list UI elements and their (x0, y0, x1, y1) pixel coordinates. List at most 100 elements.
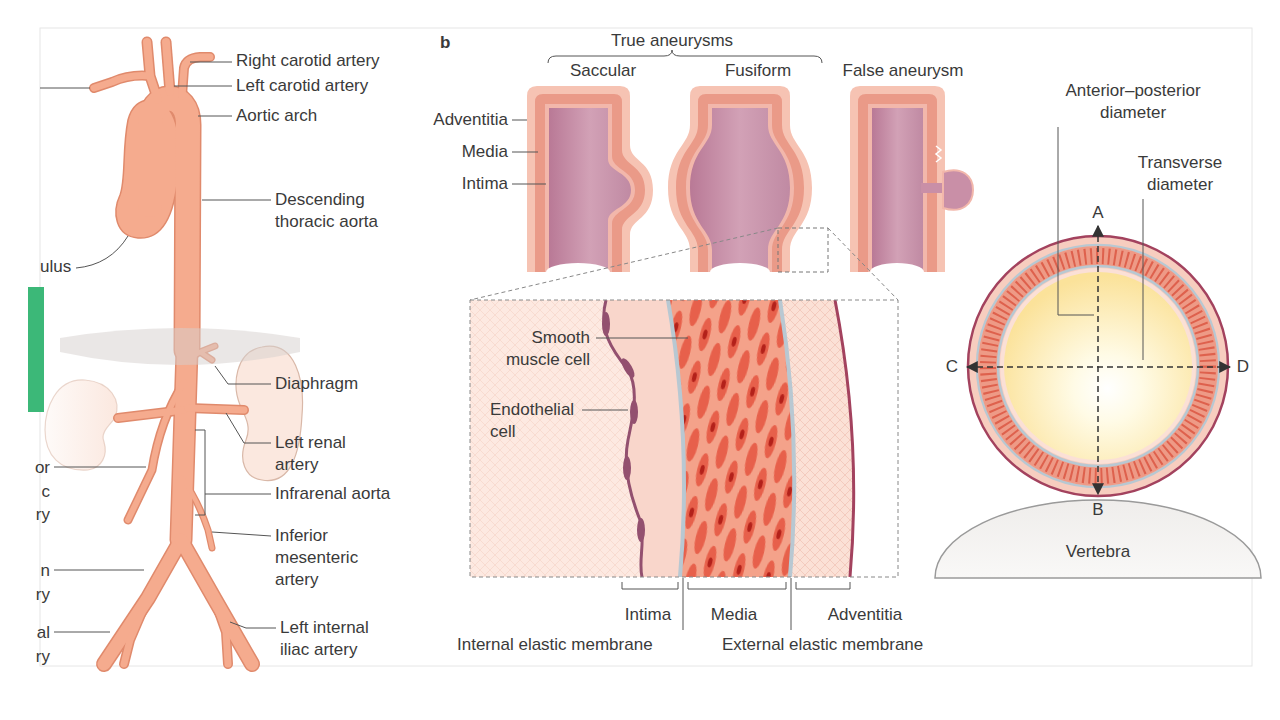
ap-diameter-arrow (1097, 226, 1099, 494)
left-renal-artery (188, 408, 244, 410)
leader-line (54, 467, 146, 468)
fusiform-aneurysm (668, 86, 812, 281)
cropped-label: al ry (36, 621, 50, 668)
dimension-label: Anterior–posterior diameter (1043, 80, 1223, 124)
point-letter: C (946, 356, 958, 378)
outer-wall (835, 300, 854, 577)
left-subclavian-outline (182, 57, 210, 96)
right-renal-artery (118, 410, 184, 418)
adventitia-layer (668, 86, 812, 272)
vessel-opening (710, 263, 770, 281)
aorta-cross-section (967, 127, 1230, 496)
vertebra-shape (935, 500, 1261, 578)
cell-label: Endothelial cell (490, 399, 585, 443)
false-aneurysm (850, 86, 973, 281)
group-heading: True aneurysms (611, 30, 733, 52)
aorta (150, 99, 188, 350)
zoom-ground (470, 300, 898, 577)
right-renal-outline (118, 410, 184, 418)
leader-line (215, 366, 271, 384)
lumen (549, 108, 631, 272)
part-label: Infrarenal aorta (275, 483, 390, 505)
zoom-frame (470, 300, 898, 577)
bracket (622, 582, 678, 589)
adventitia-texture (780, 300, 854, 577)
intima-layer (545, 104, 635, 272)
lumen (872, 108, 923, 272)
cropped-label: n ry (36, 559, 50, 606)
aorta-leaders (40, 62, 276, 632)
point-letter: A (1092, 202, 1103, 224)
adventitia-layer (527, 86, 653, 272)
left-internal-iliac (214, 598, 228, 664)
right-kidney (45, 380, 117, 470)
cropped-label: or c ry (35, 456, 50, 527)
diaphragm (60, 328, 300, 365)
subendothelium (604, 300, 684, 577)
part-label: Descending thoracic aorta (275, 189, 415, 233)
detail-leaders (582, 338, 850, 630)
vessel-opening (546, 263, 610, 281)
right-subclavian-outline (94, 76, 150, 88)
bracket (195, 430, 271, 515)
right-carotid (147, 42, 158, 100)
leader-line (791, 578, 792, 630)
wall-tear (936, 146, 941, 162)
leader-line (512, 184, 546, 185)
left-iliac (181, 540, 252, 664)
part-label: ulus (40, 256, 71, 278)
false-aneurysm-sac (943, 170, 973, 210)
wall-detail (470, 300, 898, 577)
leader-line (198, 116, 232, 117)
left-renal-outline (188, 408, 244, 410)
endothelium (604, 300, 643, 577)
type-heading: Saccular (570, 60, 636, 82)
right-internal-iliac (124, 598, 148, 664)
endothelial-cell (623, 456, 631, 480)
leader-line (202, 200, 271, 201)
leader-line (512, 152, 538, 153)
left-iliac-outline (181, 540, 252, 664)
part-label: Left renal artery (275, 432, 370, 476)
part-label: Right carotid artery (236, 50, 380, 72)
leader-line (174, 86, 232, 87)
type-heading: False aneurysm (843, 60, 964, 82)
cell-label: Smooth muscle cell (498, 327, 590, 371)
media-layer (535, 94, 645, 272)
layer-label: Adventitia (433, 109, 508, 131)
green-bar (28, 287, 44, 412)
left-carotid (166, 42, 170, 92)
layer-label: Intima (625, 604, 671, 626)
media-layer (676, 94, 804, 272)
superior-mesenteric-artery (128, 382, 184, 520)
leader-line (582, 410, 628, 411)
intima-layer (868, 104, 927, 272)
abdominal-aorta-outline (181, 350, 187, 540)
internal-elastic-membrane (668, 300, 684, 577)
panel-letter: b (440, 32, 450, 54)
endothelial-cell (637, 518, 645, 542)
point-letter: D (1237, 356, 1249, 378)
layer-label: Intima (462, 173, 508, 195)
external-elastic-membrane (780, 300, 794, 577)
bracket (688, 582, 786, 589)
adventitia-layer (850, 86, 945, 272)
membrane-label: External elastic membrane (722, 634, 923, 656)
lumen (690, 108, 790, 272)
leader-line (54, 570, 144, 571)
layer-label: Adventitia (828, 604, 903, 626)
layer-leaders (512, 120, 546, 184)
layer-label: Media (711, 604, 757, 626)
leader-line (76, 236, 128, 268)
leader-line (683, 578, 684, 630)
media-region (668, 300, 794, 577)
type-heading: Fusiform (725, 60, 791, 82)
leader-line (212, 532, 271, 536)
leader-line (512, 120, 527, 121)
adventitia-region (780, 300, 854, 577)
leader-line (1058, 127, 1094, 315)
intima-region (470, 300, 684, 577)
point-letter: B (1092, 499, 1103, 521)
right-subclavian (94, 76, 150, 88)
